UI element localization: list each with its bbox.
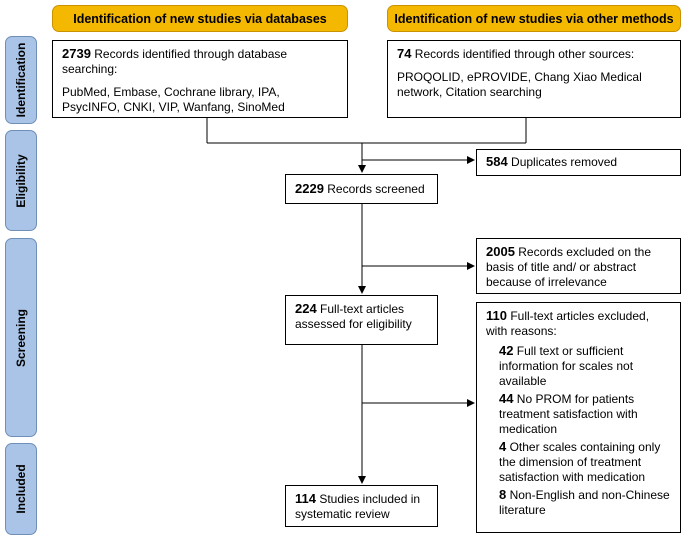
duplicates-text: Duplicates removed	[507, 155, 618, 169]
box-database-records: 2739 Records identified through database…	[52, 40, 348, 118]
phase-identification-label: Identification	[14, 42, 28, 118]
box-fulltext-assessed: 224 Full-text articles assessed for elig…	[285, 295, 438, 345]
other-records-count: 74	[397, 46, 412, 61]
other-sources: PROQOLID, ePROVIDE, Chang Xiao Medical n…	[397, 70, 642, 99]
box-other-records: 74 Records identified through other sour…	[387, 40, 681, 118]
excluded-title-count: 2005	[486, 244, 515, 259]
header-other-methods: Identification of new studies via other …	[387, 5, 681, 32]
fulltext-count: 224	[295, 301, 317, 316]
phase-included: Included	[5, 443, 37, 535]
phase-eligibility-label: Eligibility	[14, 153, 28, 208]
header-databases-label: Identification of new studies via databa…	[73, 11, 327, 26]
phase-screening: Screening	[5, 238, 37, 437]
phase-eligibility: Eligibility	[5, 130, 37, 231]
db-sources: PubMed, Embase, Cochrane library, IPA, P…	[62, 85, 285, 114]
db-records-count: 2739	[62, 46, 91, 61]
reason-item: 4 Other scales containing only the dimen…	[499, 439, 661, 484]
fulltext-excluded-text: Full-text articles excluded, with reason…	[486, 309, 650, 338]
reason-item: 8 Non-English and non-Chinese literature	[499, 487, 670, 517]
box-fulltext-excluded: 110 Full-text articles excluded, with re…	[476, 302, 681, 533]
phase-identification: Identification	[5, 36, 37, 124]
duplicates-count: 584	[486, 154, 508, 169]
fulltext-excluded-count: 110	[486, 308, 507, 323]
phase-included-label: Included	[14, 464, 28, 514]
fulltext-text: Full-text articles assessed for eligibil…	[295, 302, 412, 331]
box-studies-included: 114 Studies included in systematic revie…	[285, 485, 438, 527]
box-records-screened: 2229 Records screened	[285, 174, 438, 204]
db-records-text: Records identified through database sear…	[62, 47, 288, 76]
box-duplicates: 584 Duplicates removed	[476, 149, 681, 176]
included-text: Studies included in systematic review	[295, 492, 421, 521]
excluded-title-text: Records excluded on the basis of title a…	[486, 245, 652, 289]
header-databases: Identification of new studies via databa…	[52, 5, 348, 32]
other-records-text: Records identified through other sources…	[411, 47, 635, 61]
screened-text: Records screened	[323, 182, 425, 196]
included-count: 114	[295, 491, 316, 506]
reason-item: 42 Full text or sufficient information f…	[499, 343, 634, 388]
reason-item: 44 No PROM for patients treatment satisf…	[499, 391, 638, 436]
screened-count: 2229	[295, 181, 324, 196]
box-excluded-title-abstract: 2005 Records excluded on the basis of ti…	[476, 238, 681, 294]
header-other-label: Identification of new studies via other …	[394, 11, 674, 26]
phase-screening-label: Screening	[14, 308, 28, 367]
